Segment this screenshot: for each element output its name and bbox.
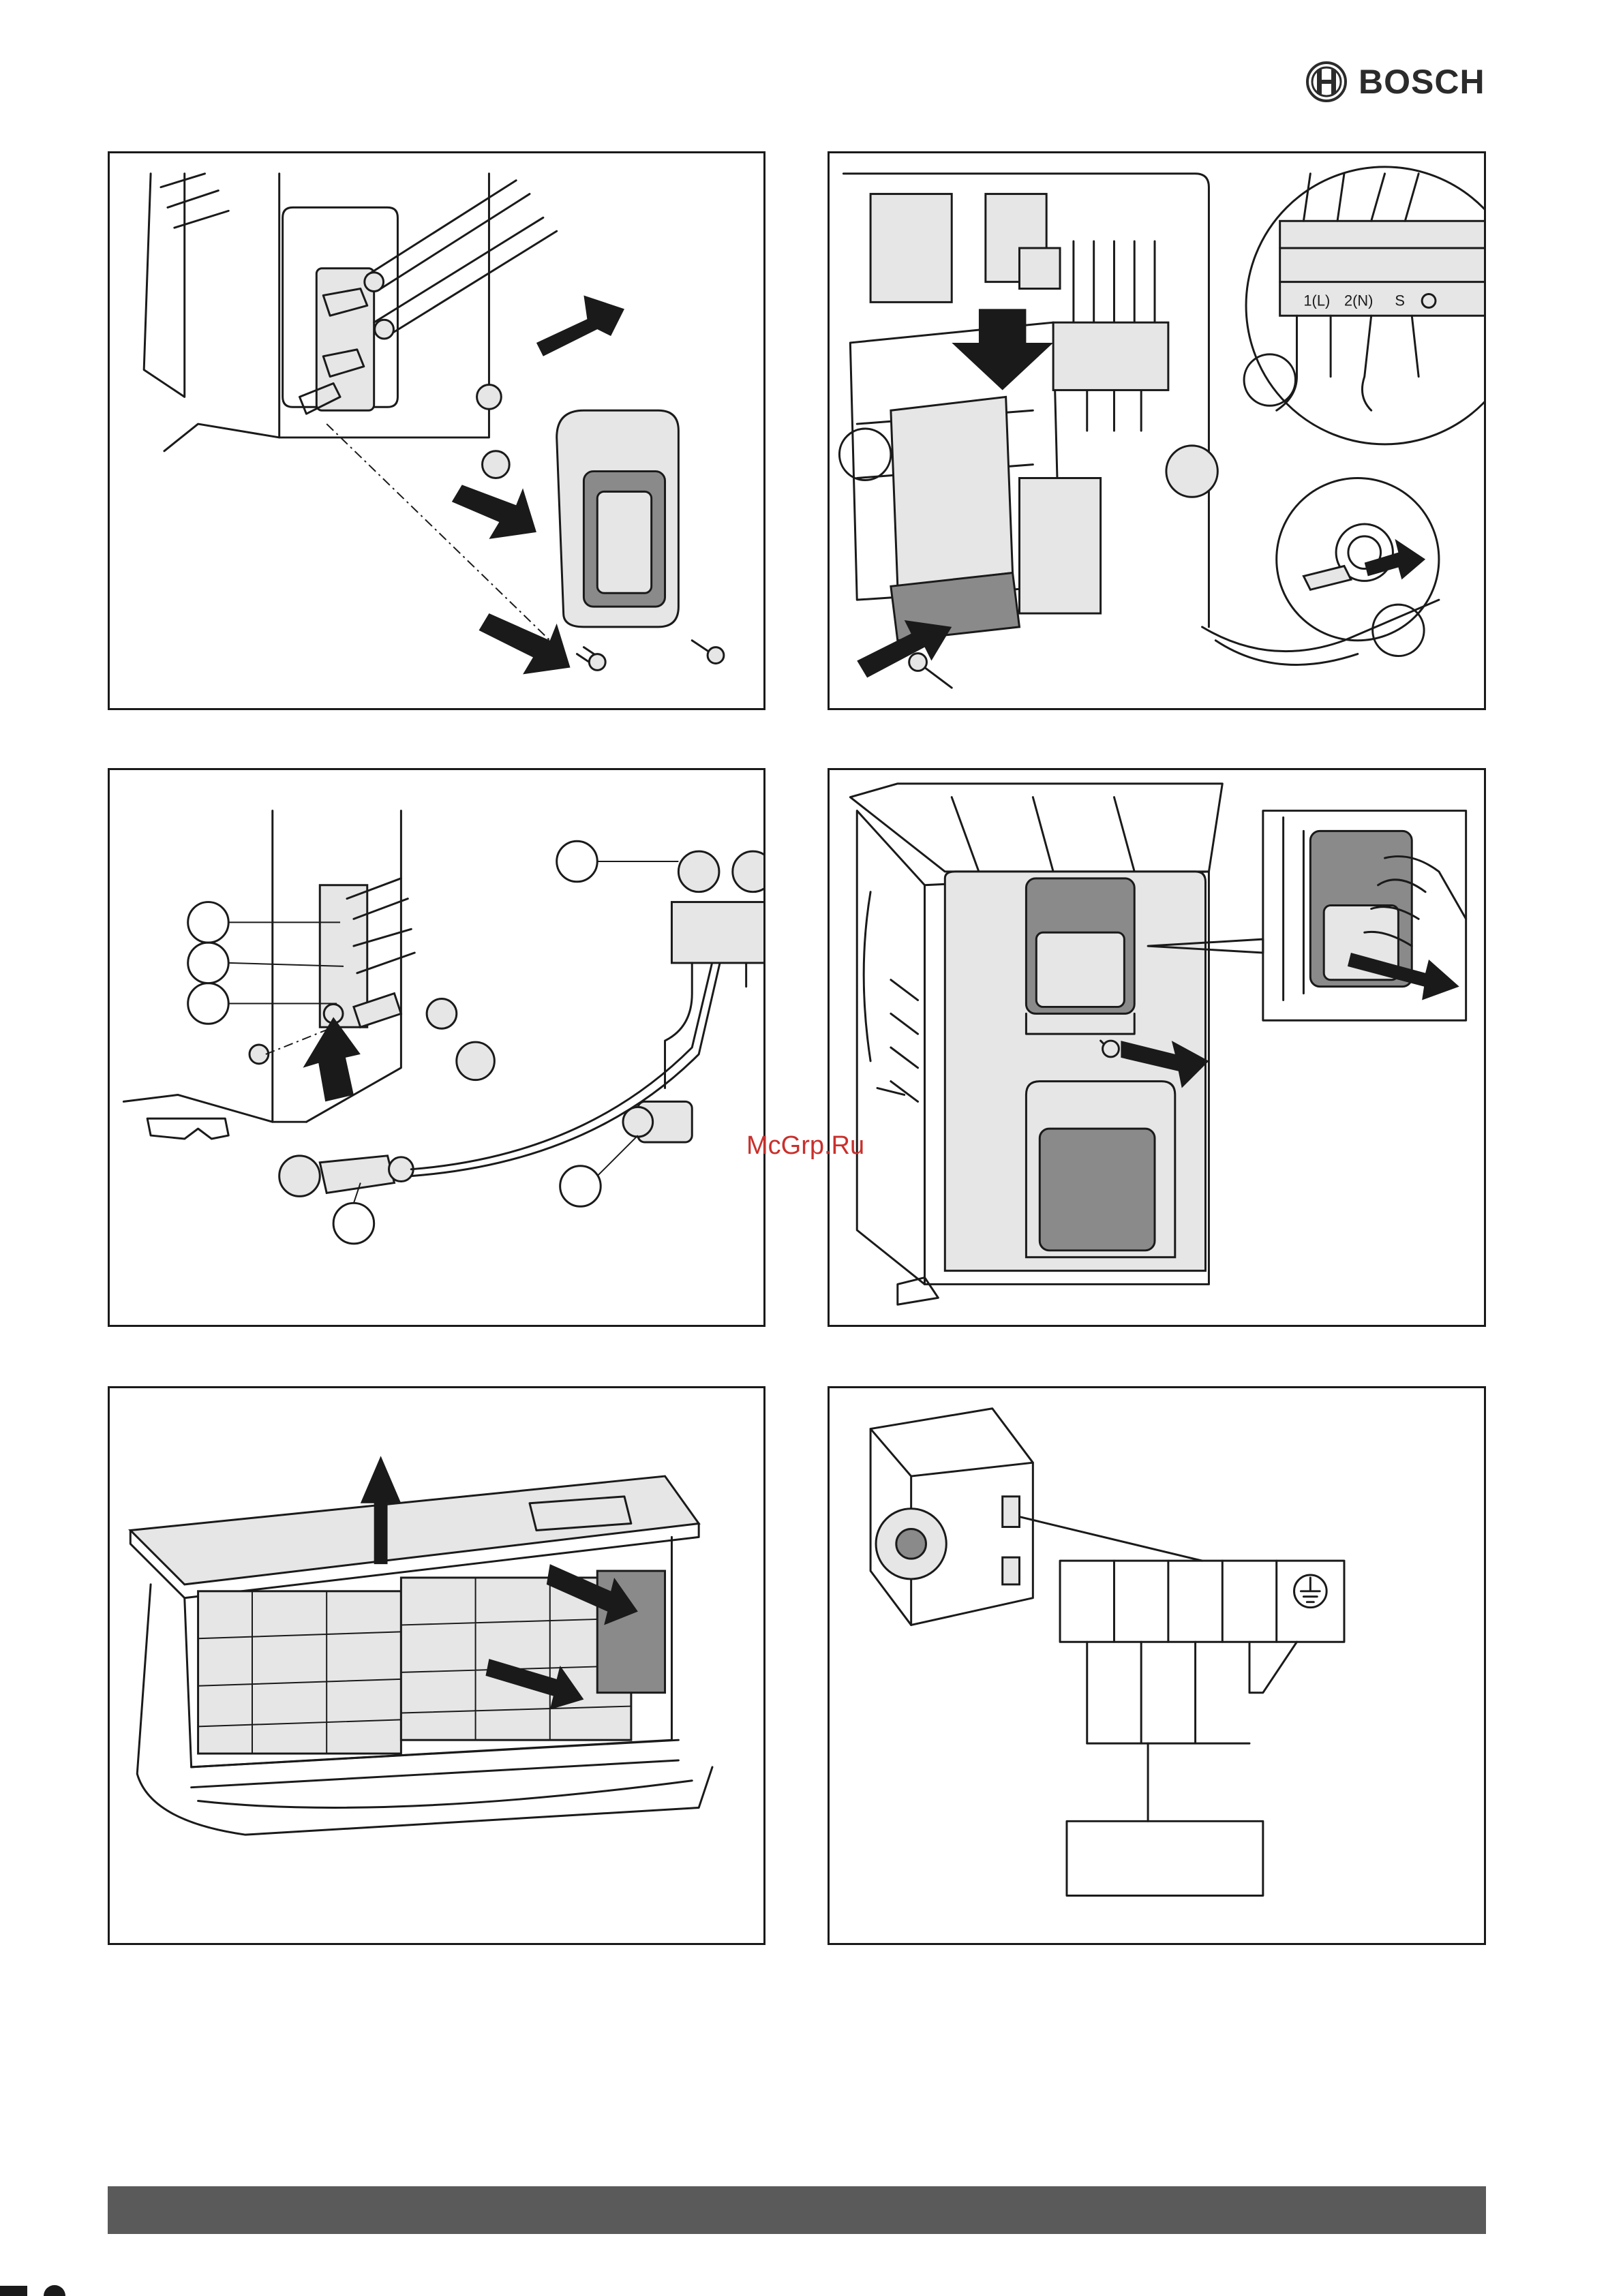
terminal-wiring-illustration: 1(L) 2(N) S bbox=[830, 153, 1484, 708]
watermark: McGrp.Ru bbox=[746, 1131, 864, 1161]
bosch-logo: BOSCH bbox=[1305, 58, 1489, 106]
illustration-panel-2: 1(L) 2(N) S bbox=[828, 151, 1486, 710]
footer-bar bbox=[108, 2186, 1486, 2234]
outdoor-unit-cover-removal-illustration bbox=[830, 770, 1484, 1325]
wiring-schematic-illustration bbox=[830, 1388, 1484, 1943]
terminal-label-1: 1(L) bbox=[1303, 292, 1330, 309]
terminal-label-3: S bbox=[1395, 292, 1405, 309]
page-corner-mark bbox=[0, 2282, 75, 2296]
illustration-panel-1 bbox=[108, 151, 765, 710]
illustration-panel-4 bbox=[828, 768, 1486, 1327]
illustration-panel-6 bbox=[828, 1386, 1486, 1945]
illustration-panel-3 bbox=[108, 768, 765, 1327]
terminal-label-2: 2(N) bbox=[1344, 292, 1373, 309]
indoor-unit-open-panel-illustration bbox=[110, 1388, 763, 1943]
bosch-armature-icon bbox=[1305, 61, 1348, 103]
manifold-gauge-connection-illustration bbox=[110, 770, 763, 1325]
brand-name: BOSCH bbox=[1359, 62, 1485, 102]
valve-cover-removal-illustration bbox=[110, 153, 763, 708]
illustration-panel-5 bbox=[108, 1386, 765, 1945]
